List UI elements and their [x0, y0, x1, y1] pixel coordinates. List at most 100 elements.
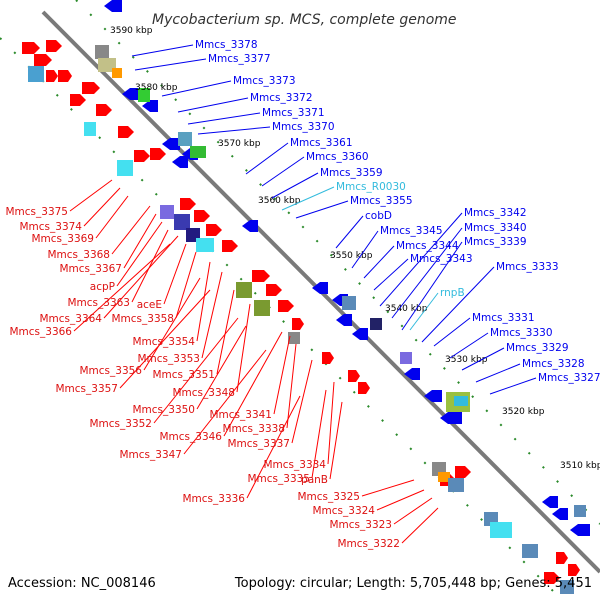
gene-label[interactable]: Mmcs_3343 [410, 253, 473, 265]
domain-block [95, 45, 109, 59]
gene-arrow [104, 0, 122, 12]
gene-label[interactable]: Mmcs_3356 [79, 365, 142, 377]
gene-label[interactable]: Mmcs_3331 [472, 312, 535, 324]
gene-label[interactable]: Mmcs_3368 [47, 249, 110, 261]
genome-summary: Topology: circular; Length: 5,705,448 bp… [234, 576, 592, 591]
gene-label[interactable]: Mmcs_3344 [396, 240, 459, 252]
gene-label[interactable]: Mmcs_3353 [137, 353, 200, 365]
gene-label[interactable]: cobD [365, 210, 392, 222]
gene-label[interactable]: Mmcs_3323 [329, 519, 392, 531]
gene-arrow [278, 300, 294, 312]
gene-label[interactable]: Mmcs_3352 [89, 418, 152, 430]
gene-label[interactable]: Mmcs_3347 [119, 449, 182, 461]
gene-label[interactable]: panB [301, 474, 328, 486]
gene-label[interactable]: Mmcs_3336 [182, 493, 245, 505]
gene-label[interactable]: Mmcs_3357 [55, 383, 118, 395]
leader-line [131, 44, 194, 57]
leader-line [201, 271, 223, 359]
ruler-label: 3510 kbp [560, 461, 600, 471]
gene-arrow [266, 284, 282, 296]
leader-line [376, 489, 425, 511]
gene-label[interactable]: Mmcs_3330 [490, 327, 553, 339]
gene-label[interactable]: aceE [137, 299, 162, 311]
gene-label[interactable]: Mmcs_3364 [39, 313, 102, 325]
gene-label[interactable]: Mmcs_3355 [350, 195, 413, 207]
gene-label[interactable]: Mmcs_3351 [152, 369, 215, 381]
leader-line [311, 389, 327, 479]
domain-block [236, 282, 252, 298]
domain-block [400, 352, 412, 364]
gene-arrow [358, 382, 370, 394]
gene-label[interactable]: Mmcs_3371 [262, 107, 325, 119]
gene-arrow [242, 220, 258, 232]
gene-arrow [404, 368, 420, 380]
gene-label[interactable]: Mmcs_3346 [159, 431, 222, 443]
leader-line [409, 292, 439, 331]
leader-line [103, 235, 179, 319]
gene-label[interactable]: Mmcs_3367 [59, 263, 122, 275]
domain-block [490, 522, 512, 538]
gene-label[interactable]: Mmcs_3359 [320, 167, 383, 179]
domain-block [196, 238, 214, 252]
gene-label[interactable]: Mmcs_3354 [132, 336, 195, 348]
gene-label[interactable]: Mmcs_3325 [297, 491, 360, 503]
gene-label[interactable]: Mmcs_3358 [111, 313, 174, 325]
gene-label[interactable]: Mmcs_3337 [227, 438, 290, 450]
leader-line [175, 251, 197, 319]
leader-line [246, 395, 301, 499]
gene-label[interactable]: Mmcs_3378 [195, 39, 258, 51]
gene-label[interactable]: Mmcs_3369 [31, 233, 94, 245]
gene-label[interactable]: Mmcs_3334 [263, 459, 326, 471]
leader-line [69, 179, 113, 212]
leader-line [161, 80, 232, 97]
gene-label[interactable]: acpP [90, 281, 115, 293]
gene-label[interactable]: Mmcs_3341 [209, 409, 272, 421]
gene-label[interactable]: Mmcs_3366 [9, 326, 72, 338]
gene-arrow [82, 82, 100, 94]
gene-label[interactable]: Mmcs_3342 [464, 207, 527, 219]
gene-arrow [568, 564, 580, 576]
gene-label[interactable]: Mmcs_3322 [337, 538, 400, 550]
gene-label[interactable]: Mmcs_3327 [538, 372, 600, 384]
gene-label[interactable]: Mmcs_R0030 [336, 181, 406, 193]
gene-arrow [22, 42, 40, 54]
gene-label[interactable]: Mmcs_3329 [506, 342, 569, 354]
gene-arrow [440, 412, 462, 424]
gene-label[interactable]: Mmcs_3328 [522, 358, 585, 370]
gene-label[interactable]: Mmcs_3335 [247, 473, 310, 485]
leader-line [111, 205, 151, 255]
gene-label[interactable]: Mmcs_3370 [272, 121, 335, 133]
ruler-label: 3580 kbp [135, 83, 178, 93]
gene-arrow [206, 224, 222, 236]
gene-label[interactable]: Mmcs_3373 [233, 75, 296, 87]
gene-arrow [180, 198, 196, 210]
gene-arrow [455, 466, 471, 478]
leader-line [153, 317, 239, 424]
gene-label[interactable]: Mmcs_3333 [496, 261, 559, 273]
gene-label[interactable]: Mmcs_3372 [250, 92, 313, 104]
gene-label[interactable]: Mmcs_3374 [19, 221, 82, 233]
gene-label[interactable]: Mmcs_3363 [67, 297, 130, 309]
gene-label[interactable]: Mmcs_3345 [380, 225, 443, 237]
gene-label[interactable]: Mmcs_3324 [312, 505, 375, 517]
accession-text: Accession: NC_008146 [8, 576, 156, 591]
gene-label[interactable]: Mmcs_3375 [5, 206, 68, 218]
gene-label[interactable]: Mmcs_3339 [464, 236, 527, 248]
leader-line [373, 258, 409, 291]
gene-label[interactable]: Mmcs_3361 [290, 137, 353, 149]
forward-gene-leaders [69, 179, 439, 544]
gene-label[interactable]: Mmcs_3340 [464, 222, 527, 234]
domain-block [522, 544, 538, 558]
gene-label[interactable]: Mmcs_3338 [222, 423, 285, 435]
leader-line [273, 335, 291, 415]
gene-label[interactable]: Mmcs_3348 [172, 387, 235, 399]
leader-line [286, 343, 297, 429]
gene-arrow [122, 88, 140, 100]
ruler-label: 3550 kbp [330, 251, 373, 261]
gene-label[interactable]: Mmcs_3350 [132, 404, 195, 416]
gene-arrow [352, 328, 368, 340]
gene-label[interactable]: Mmcs_3377 [208, 53, 271, 65]
gene-label[interactable]: rnpB [440, 287, 465, 299]
leader-line [291, 359, 313, 444]
gene-label[interactable]: Mmcs_3360 [306, 151, 369, 163]
